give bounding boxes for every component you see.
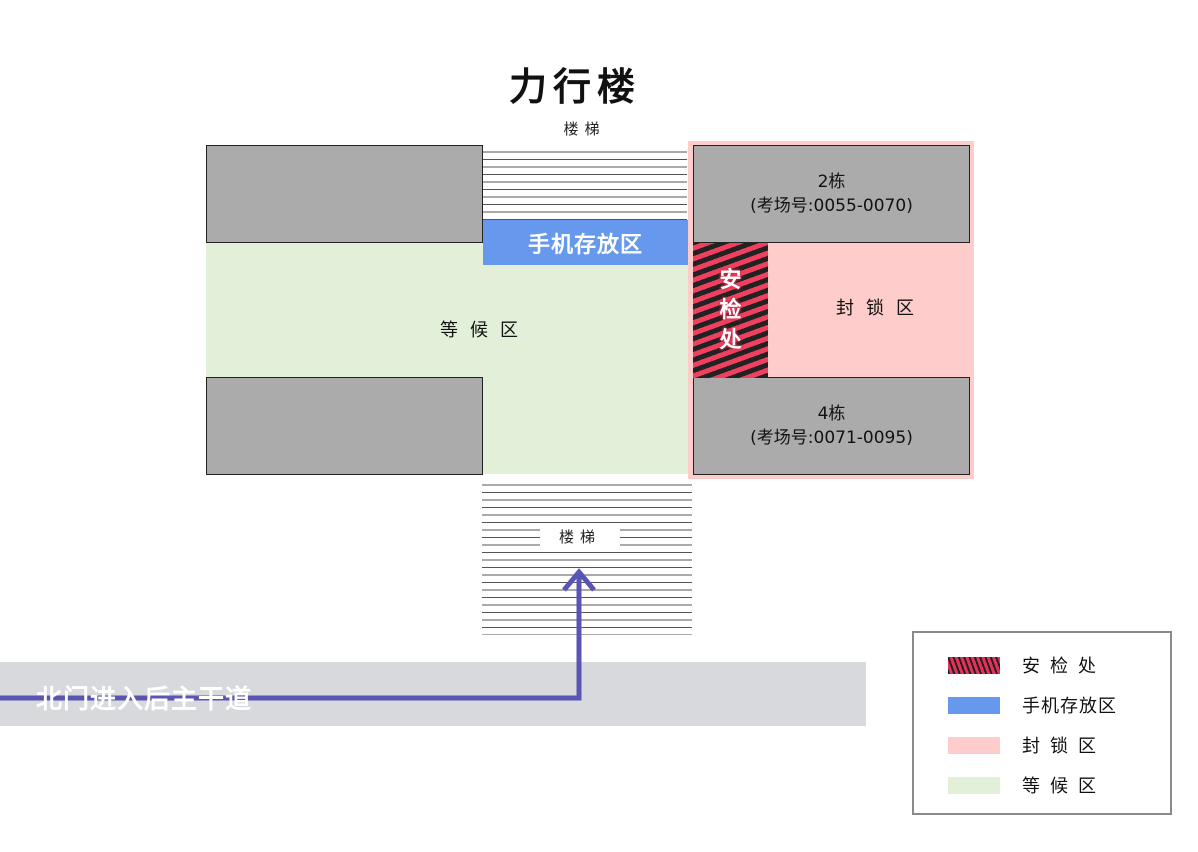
stairs-bottom-label: 楼梯 [540,526,620,547]
security-char-1: 安 [719,267,742,293]
legend-label-security: 安检处 [1022,656,1106,677]
building-2-name: 2栋 [817,172,846,192]
building-4-name: 4栋 [817,404,846,424]
waiting-area-extension [482,378,692,474]
legend-label-phone-storage: 手机存放区 [1022,696,1117,717]
stairs-bottom [482,478,692,635]
building-2-exam-range: (考场号:0055-0070) [750,196,913,216]
building-4-exam-range: (考场号:0071-0095) [750,428,913,448]
security-char-2: 检 [719,297,742,323]
stairs-top [482,145,687,220]
legend-label-waiting: 等候区 [1022,776,1106,797]
waiting-area-label: 等候区 [440,320,530,341]
legend-item-waiting: 等候区 [948,765,1170,805]
building-2-block: 2栋 (考场号:0055-0070) [693,145,970,243]
security-checkpoint: 安 检 处 [693,243,768,378]
main-road-label: 北门进入后主干道 [36,685,253,715]
legend: 安检处 手机存放区 封锁区 等候区 [912,631,1172,815]
building-block-top-left [206,145,483,243]
route-arrow [0,568,596,701]
page-title: 力行楼 [508,65,641,109]
legend-swatch-security [948,656,1000,674]
locked-area-label: 封锁区 [836,298,926,319]
legend-item-security: 安检处 [948,645,1170,685]
stairs-top-label: 楼梯 [563,120,606,138]
legend-swatch-locked [948,736,1000,754]
security-char-3: 处 [719,327,742,353]
legend-item-phone-storage: 手机存放区 [948,685,1170,725]
main-road [0,662,866,726]
legend-label-locked: 封锁区 [1022,736,1106,757]
legend-swatch-waiting [948,776,1000,794]
building-block-bottom-left [206,377,483,475]
phone-storage-area: 手机存放区 [483,220,688,265]
building-4-block: 4栋 (考场号:0071-0095) [693,377,970,475]
legend-swatch-phone-storage [948,696,1000,714]
legend-item-locked: 封锁区 [948,725,1170,765]
